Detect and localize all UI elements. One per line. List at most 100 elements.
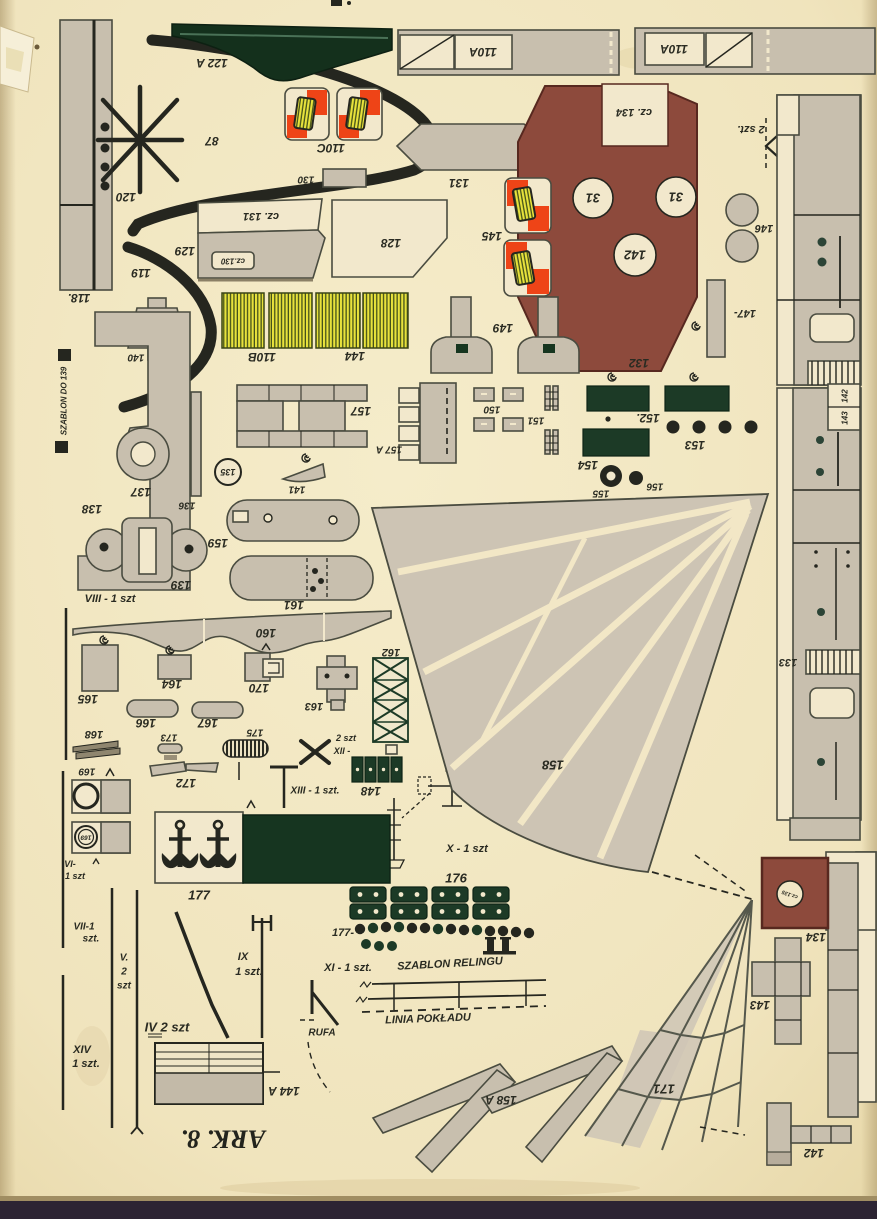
part-177-label: 177 xyxy=(188,888,210,903)
part-133-column: 142 143 133 xyxy=(776,94,862,821)
ladder-pieces xyxy=(544,385,559,455)
part-175-label: 175 xyxy=(246,727,263,738)
part-140-label: 140 xyxy=(127,352,144,363)
part-149-label: 149 xyxy=(493,321,513,335)
qty-vi-label: VI- xyxy=(64,859,76,869)
qty-v-count: 2 xyxy=(120,967,127,978)
part-157: 157 xyxy=(236,384,371,448)
part-170: 170 xyxy=(244,642,284,695)
template-railing: XI - 1 szt. SZABLON RELINGU LINIA POKŁAD… xyxy=(323,955,547,1026)
part-155-156: 155 156 xyxy=(592,465,663,499)
qty-viii-label: VIII - 1 szt xyxy=(85,593,137,605)
template-railing-label: SZABLON RELINGU xyxy=(397,955,504,973)
part-135: 135 xyxy=(214,458,242,486)
part-173-label: 173 xyxy=(160,732,177,743)
part-158-label: 158 xyxy=(541,758,563,773)
part-157a: 157 A xyxy=(376,382,457,464)
part-159: 159 xyxy=(208,499,360,550)
part-130-label: 130 xyxy=(297,174,314,185)
qty-v-unit: szt xyxy=(117,981,132,992)
part-128-label: 128 xyxy=(381,236,401,250)
part-135-label: 135 xyxy=(220,467,236,477)
part-148: 148 xyxy=(351,756,403,798)
part-158: 158 xyxy=(370,493,770,901)
part-177-anchors: 177 xyxy=(154,799,391,903)
part-142-label: 142 xyxy=(804,1146,824,1160)
part-110b-144: 110B 144 xyxy=(221,292,409,364)
part-143-label: 143 xyxy=(750,998,770,1012)
part-153-label: 153 xyxy=(685,438,705,452)
part-138-label: 138 xyxy=(82,502,102,516)
part-131-label: 131 xyxy=(449,176,469,190)
part-157-label: 157 xyxy=(350,404,371,418)
part-129-label: 129 xyxy=(175,244,195,258)
part-cz134-label: cz. 134 xyxy=(616,106,652,118)
scan-bottom-band xyxy=(0,1201,877,1219)
torn-corner xyxy=(0,25,40,93)
qty-iv-label-group: IV 2 szt xyxy=(145,1020,190,1038)
scan-mark xyxy=(331,0,342,6)
part-164: 164 xyxy=(157,645,192,691)
part-165-label: 165 xyxy=(78,692,98,706)
part-cz131-129: cz. 131 cz.130 129 xyxy=(175,198,326,282)
part-110c: 110C xyxy=(284,87,383,155)
hole-31a-label: 31 xyxy=(586,191,600,206)
part-171: 171 xyxy=(584,854,753,1151)
part-155-label: 155 xyxy=(592,488,609,499)
part-120-label: 120 xyxy=(116,190,136,204)
part-130: 130 xyxy=(297,168,367,188)
part-172: 172 xyxy=(149,761,220,790)
template-139-label: SZABLON DO 139 xyxy=(60,366,69,435)
column-143-label: 143 xyxy=(841,411,850,425)
part-120: 120 xyxy=(95,84,185,204)
qty-vii-label: VII-1 xyxy=(73,922,95,933)
part-144a-label: 144 A xyxy=(268,1084,300,1098)
qty-xiv-label: XIV xyxy=(72,1044,92,1056)
part-146: 146 xyxy=(725,193,773,263)
mast-lines xyxy=(61,771,280,1135)
part-150-151: 150 151 xyxy=(473,387,544,432)
part-118-label: 118. xyxy=(68,291,90,305)
part-158a-label: 158 A xyxy=(485,1093,517,1107)
qty-2szt-label: 2 szt. xyxy=(737,123,766,135)
part-134: cz.135 134 xyxy=(760,817,877,1118)
sheet-number: ARK. 8. xyxy=(181,1125,268,1154)
part-151-label: 151 xyxy=(527,415,544,426)
part-160: 160 xyxy=(72,610,392,654)
part-165: 165 xyxy=(78,635,119,706)
part-132-label: 132 xyxy=(629,356,649,370)
part-154: 154 xyxy=(578,428,650,472)
part-159-label: 159 xyxy=(208,536,228,550)
part-175: 175 xyxy=(222,727,269,780)
part-136: 136 xyxy=(178,391,202,511)
part-154-label: 154 xyxy=(578,458,598,472)
part-150-label: 150 xyxy=(483,404,500,415)
qty-vii-count: szt. xyxy=(83,934,100,945)
part-167: 167 xyxy=(191,701,244,730)
part-167-label: 167 xyxy=(197,716,218,730)
column-142-label: 142 xyxy=(841,389,850,403)
part-147: 147- xyxy=(706,279,756,358)
part-168: 168 xyxy=(72,728,121,760)
part-139: 139 xyxy=(85,517,208,592)
qty-xii-count: 2 szt xyxy=(335,733,357,743)
part-139-label: 139 xyxy=(171,578,191,592)
qty-ix-count: 1 szt. xyxy=(235,966,263,978)
part-144-label: 144 xyxy=(345,349,365,363)
part-145: 145 xyxy=(482,177,552,297)
part-143: 143 xyxy=(750,937,811,1045)
part-158a: 158 A xyxy=(371,1045,624,1174)
qty-xiii-marker: XIII - 1 szt. xyxy=(270,765,339,808)
qty-iv-label: IV 2 szt xyxy=(145,1020,190,1035)
qty-v-label: V. xyxy=(120,953,129,964)
part-149: 149 xyxy=(430,296,580,374)
part-156-label: 156 xyxy=(646,481,663,492)
part-142: 142 xyxy=(766,1102,852,1166)
part-110a2-label: 110A xyxy=(660,42,688,56)
part-110a-1: 110A xyxy=(397,29,620,76)
part-169-ring-label: 169 xyxy=(80,834,91,841)
hole-142-label: 142 xyxy=(623,248,645,263)
qty-xiv-count: 1 szt. xyxy=(72,1058,100,1070)
